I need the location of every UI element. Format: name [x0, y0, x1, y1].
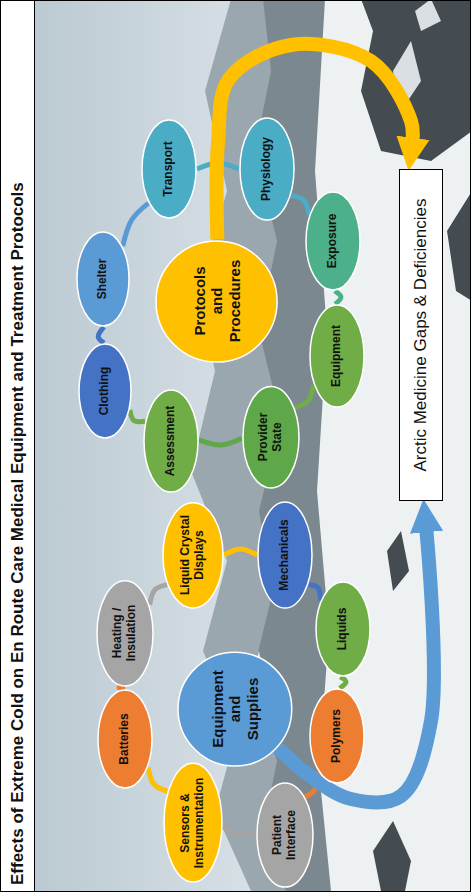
node-label: Liquids: [336, 608, 350, 651]
node-label: Exposure: [326, 214, 340, 269]
factor-ellipse: Equipment: [309, 304, 365, 408]
factor-ellipse: Batteries: [97, 689, 153, 789]
ring-link: [340, 677, 346, 688]
ring-link: [148, 767, 167, 791]
ellipse-fill: [240, 118, 294, 220]
factor-ellipse: Liquid Crystal Displays: [162, 501, 224, 608]
ellipse-fill: [243, 386, 299, 488]
factor-ellipse: Sensors & Instrumentation: [163, 763, 223, 884]
node-label: Protocols and Procedures: [191, 253, 243, 349]
ellipse-fill: [257, 783, 313, 887]
factor-ellipse: Clothing: [78, 343, 132, 439]
ring-link: [150, 585, 168, 605]
node-label: Equipment: [330, 325, 344, 387]
ellipse-fill: [98, 690, 152, 788]
snow-field: [315, 0, 471, 891]
ring-link: [223, 827, 256, 835]
ring-link: [98, 327, 104, 343]
ellipse-fill: [79, 344, 131, 438]
node-label: Shelter: [96, 259, 110, 300]
ring-link: [119, 687, 125, 689]
ellipse-fill: [142, 120, 196, 218]
ring-link: [130, 410, 145, 422]
node-label: Arctic Medicine Gaps & Deficiencies: [411, 198, 431, 471]
ellipse-fill: [163, 502, 223, 607]
factor-ellipse: Patient Interface: [256, 782, 314, 888]
node-label: Liquid Crystal Displays: [179, 513, 207, 596]
node-label: Patient Interface: [271, 794, 299, 876]
factor-ellipse: Assessment: [143, 389, 199, 493]
ring-link: [291, 195, 309, 215]
node-label: Polymers: [330, 709, 344, 763]
node-label: Mechanicals: [278, 519, 292, 590]
ellipse-fill: [306, 192, 360, 290]
ellipse-fill: [316, 582, 370, 676]
ellipse-fill: [156, 240, 277, 361]
ellipse-fill: [310, 305, 364, 407]
ring-link: [199, 438, 242, 445]
node-label: Provider State: [257, 397, 285, 477]
factor-ellipse: Liquids: [315, 581, 371, 677]
center-circle: Protocols and Procedures: [155, 239, 278, 362]
ring-link: [295, 385, 314, 408]
node-label: Clothing: [98, 367, 112, 416]
ellipse-fill: [258, 502, 312, 608]
factor-ellipse: Shelter: [76, 231, 130, 327]
ring-link: [224, 549, 257, 555]
ring-link: [308, 585, 320, 601]
factor-ellipse: Transport: [141, 119, 197, 219]
ring-link: [123, 203, 149, 246]
ellipse-fill: [310, 689, 364, 783]
ring-link: [335, 291, 341, 304]
diagram-title: Effects of Extreme Cold on En Route Care…: [8, 182, 28, 885]
summary-box: Arctic Medicine Gaps & Deficiencies: [399, 169, 443, 501]
center-circle: Equipment and Supplies: [177, 651, 293, 767]
ellipse-fill: [77, 232, 129, 326]
factor-ellipse: Physiology: [239, 117, 295, 221]
ellipse-fill: [144, 390, 198, 492]
node-label: Batteries: [118, 713, 132, 764]
node-label: Equipment and Supplies: [209, 664, 261, 754]
factor-ellipse: Polymers: [309, 688, 365, 784]
factor-ellipse: Provider State: [242, 385, 300, 489]
node-label: Physiology: [260, 137, 274, 201]
ellipse-fill: [164, 764, 222, 883]
ellipse-fill: [178, 652, 292, 766]
title-bar: Effects of Extreme Cold on En Route Care…: [1, 1, 35, 891]
node-label: Sensors & Instrumentation: [179, 776, 207, 870]
node-label: Heating / Insulation: [111, 591, 139, 674]
factor-ellipse: Exposure: [305, 191, 361, 291]
node-label: Assessment: [164, 406, 178, 477]
factor-ellipse: Heating / Insulation: [96, 579, 154, 686]
node-label: Transport: [162, 141, 176, 196]
factor-ellipse: Mechanicals: [257, 501, 313, 609]
ellipse-fill: [97, 580, 153, 685]
